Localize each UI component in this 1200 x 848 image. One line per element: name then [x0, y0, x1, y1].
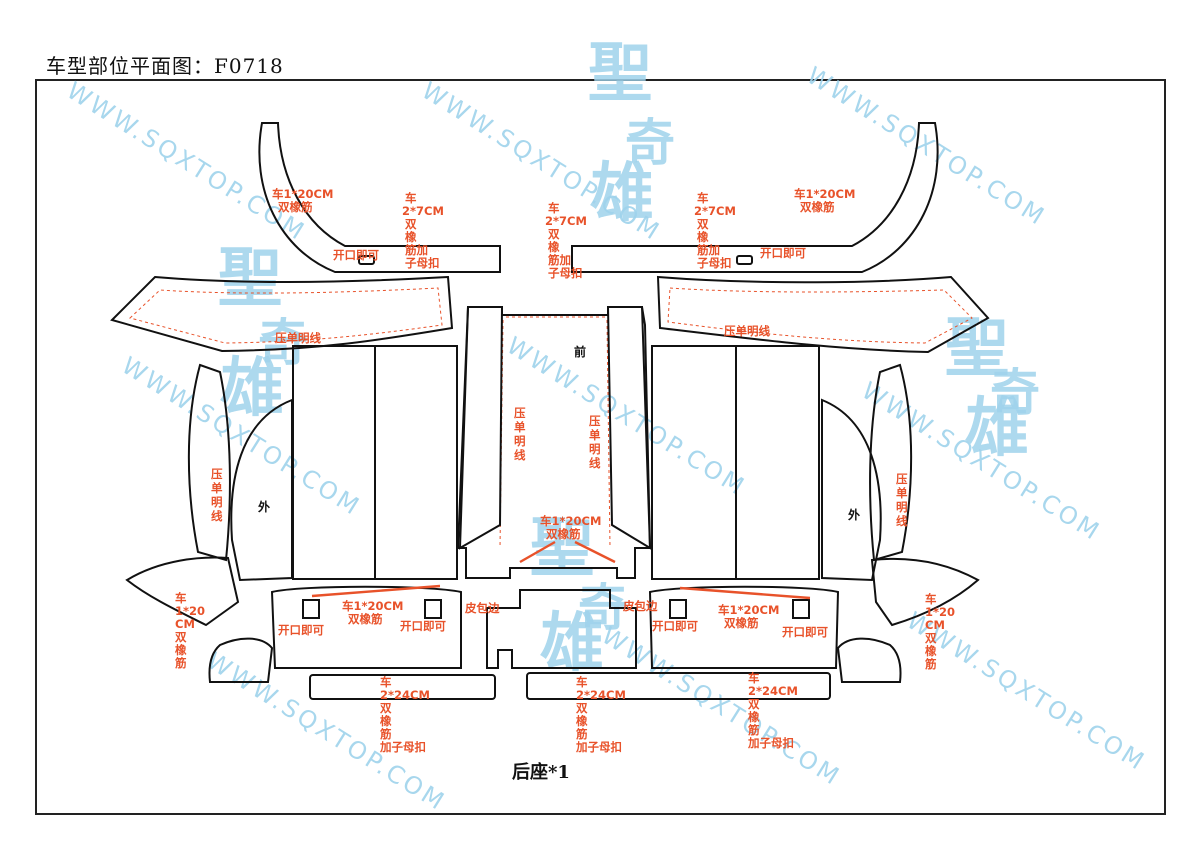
label-leather-edge: 皮包边: [464, 601, 500, 615]
left-small-piece: [208, 637, 274, 683]
label-leather-edge: 皮包边: [622, 599, 658, 613]
left-corner-piece: [125, 556, 240, 627]
right-small-piece: [836, 637, 902, 683]
watermark-logo: 聖: [218, 242, 282, 316]
label-press-line: 压单明线: [275, 331, 321, 345]
watermark-url: WWW.SQXTOP.COM: [202, 646, 451, 816]
watermark-url: WWW.SQXTOP.COM: [62, 76, 311, 246]
label-press-line-vertical: 压单明线: [896, 472, 908, 528]
left-wide-panel: [110, 275, 454, 353]
right-seat-panel: [648, 585, 840, 669]
label-front: 前: [574, 344, 586, 359]
left-seat-panel: [270, 585, 462, 669]
label-press-line: 压单明线: [724, 324, 770, 338]
caption: 后座*1: [512, 762, 570, 783]
left-outer-piece: [230, 398, 293, 582]
center-seat-panel: [486, 589, 637, 669]
center-left-strip: [458, 306, 504, 550]
watermark-logo: 聖: [588, 37, 652, 111]
watermark-logo: 雄: [590, 157, 654, 231]
watermark-url: WWW.SQXTOP.COM: [597, 621, 846, 791]
label-open: 开口即可: [278, 623, 324, 637]
watermark-logo: 奇: [625, 114, 675, 172]
label-outside: 外: [848, 507, 860, 522]
label-open: 开口即可: [400, 619, 446, 633]
watermark-url: WWW.SQXTOP.COM: [502, 331, 751, 501]
bottom-left-strip: [309, 674, 496, 700]
watermark-logo: 奇: [258, 314, 308, 372]
left-side-strip: [187, 363, 231, 562]
label-open: 开口即可: [760, 246, 806, 260]
label-open: 开口即可: [333, 248, 379, 262]
label-press-line-vertical: 压单明线: [211, 467, 223, 523]
right-corner-piece: [870, 557, 980, 627]
bottom-center-strip: [526, 672, 831, 700]
drawing-frame: [35, 79, 1166, 815]
label-press-line-vertical: 压单明线: [514, 406, 526, 462]
watermark-logo: 雄: [965, 392, 1029, 466]
top-right-arch-piece: [571, 122, 939, 273]
right-wide-panel: [656, 275, 990, 354]
page-title: 车型部位平面图：F0718: [46, 54, 284, 78]
label-open: 开口即可: [652, 619, 698, 633]
right-outer-piece: [821, 398, 882, 582]
label-press-line-vertical: 压单明线: [589, 414, 601, 470]
watermark-logo: 雄: [540, 607, 604, 681]
label-open: 开口即可: [782, 625, 828, 639]
center-right-strip: [606, 306, 652, 550]
label-outside: 外: [258, 499, 270, 514]
watermark-logo: 奇: [990, 364, 1040, 422]
top-left-arch-piece: [258, 122, 501, 273]
watermark-logo: 雄: [220, 352, 284, 426]
